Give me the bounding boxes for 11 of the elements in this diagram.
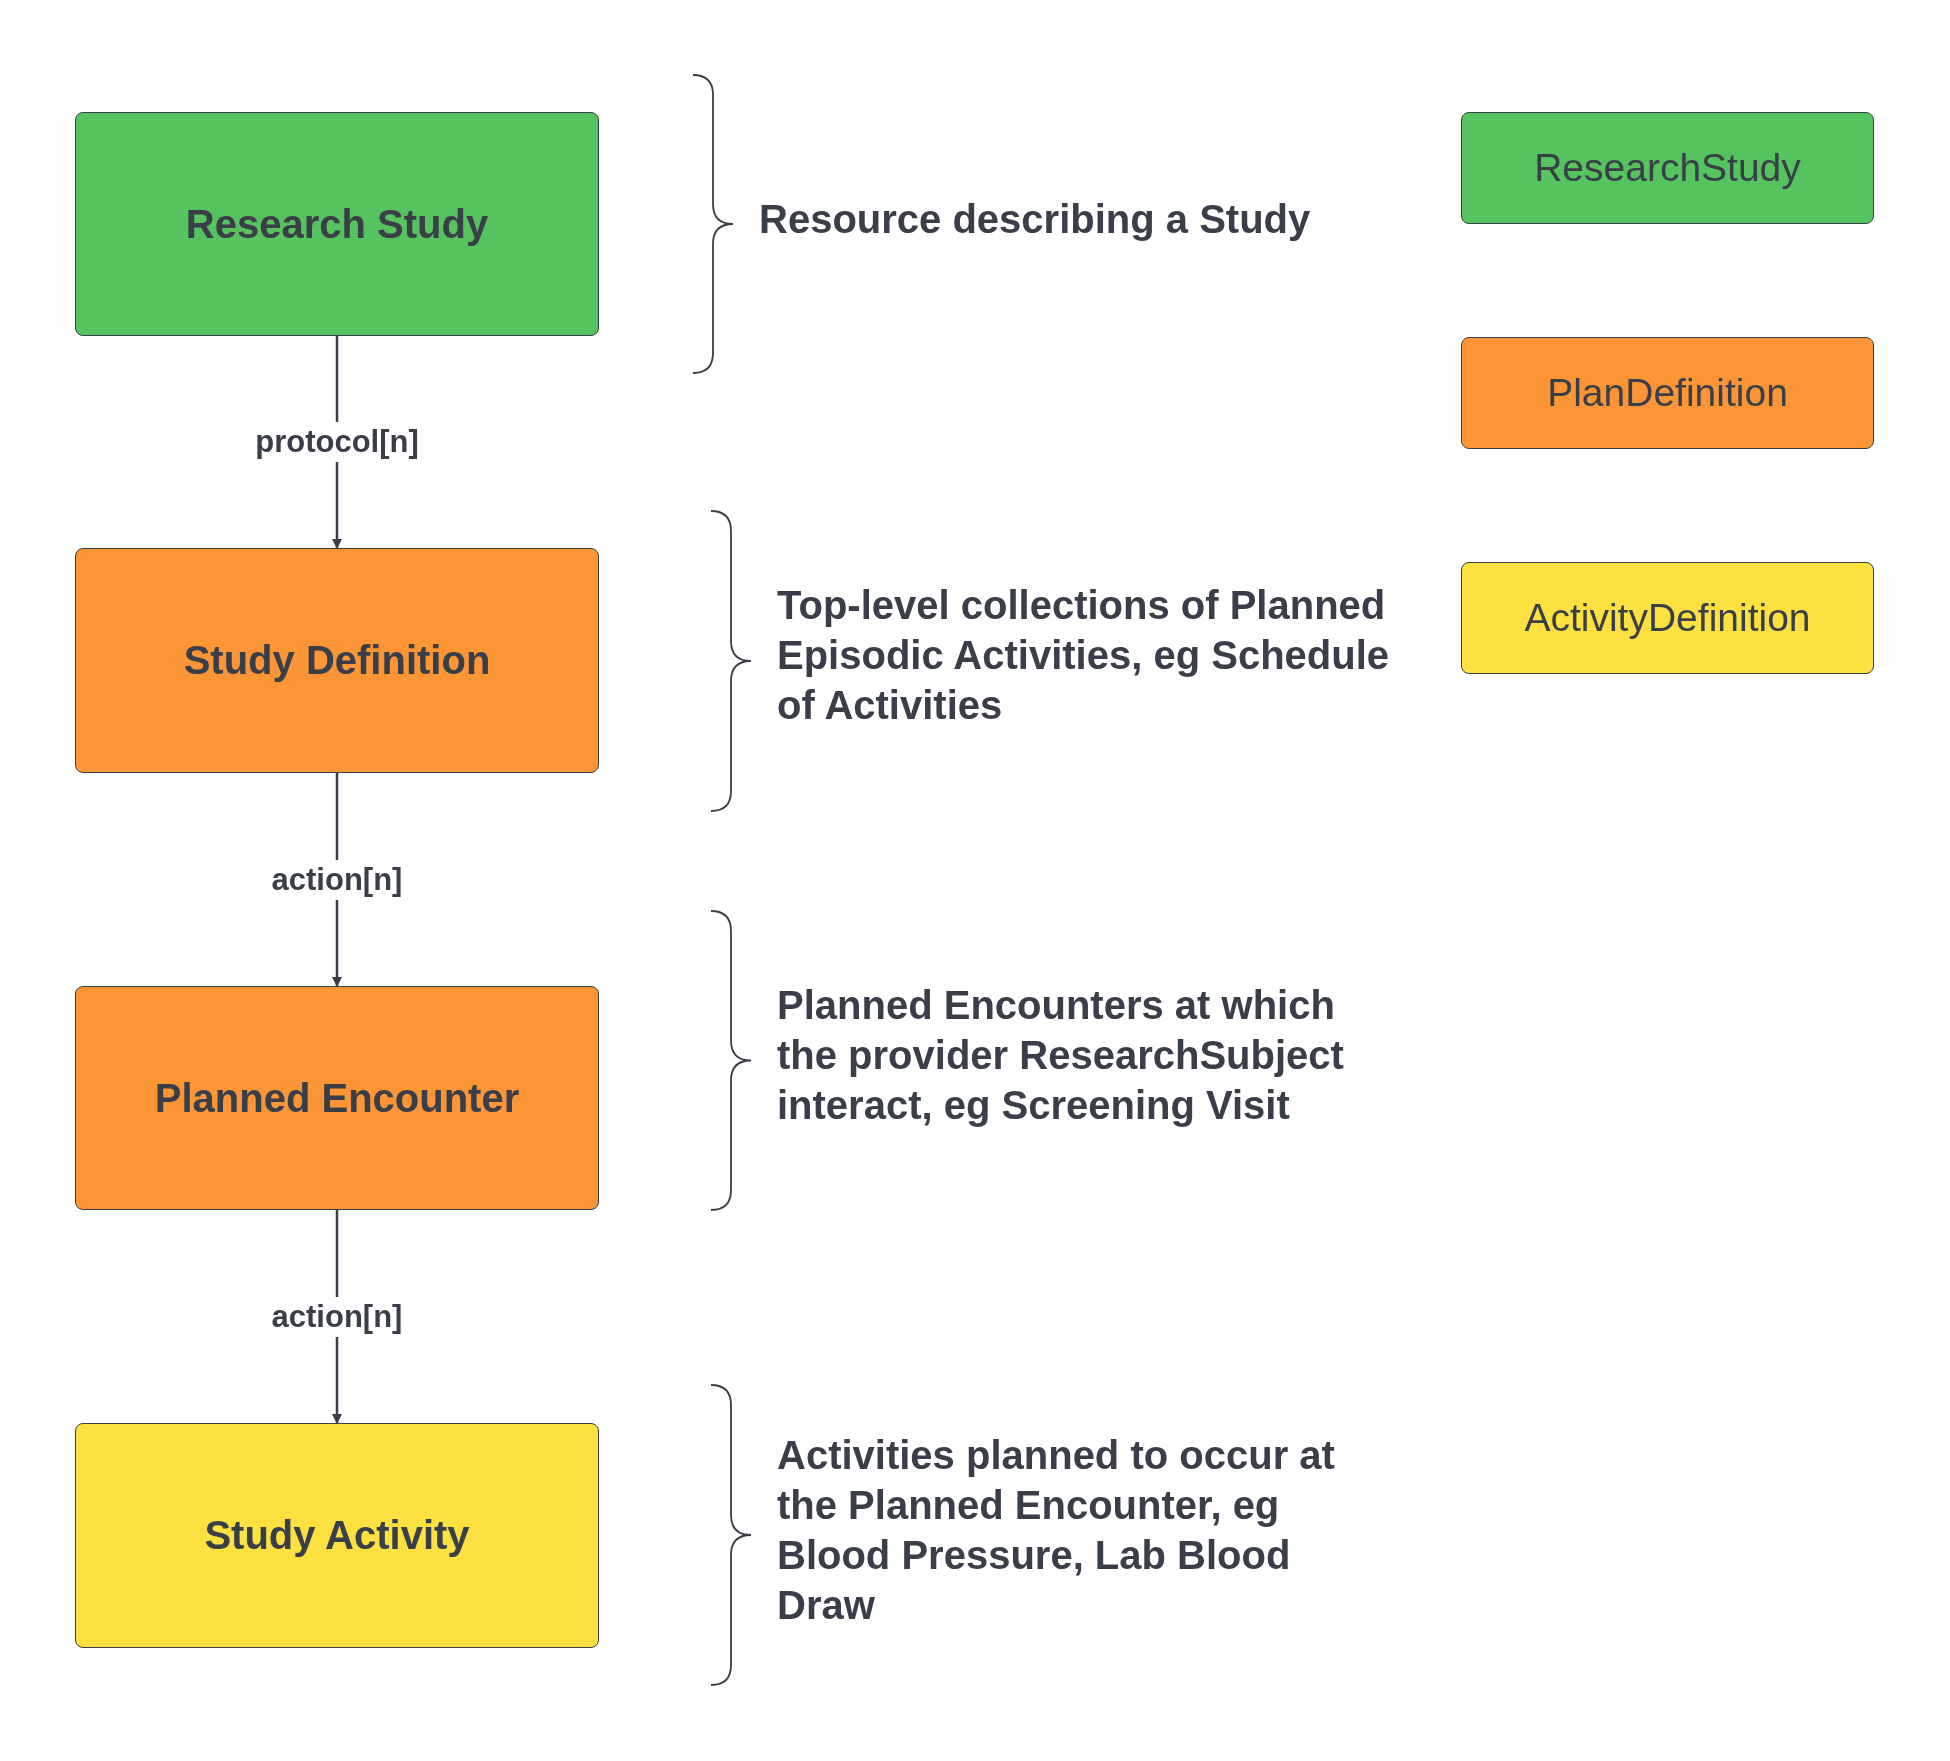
process-box: Study Activity (75, 1423, 599, 1648)
legend-box: ActivityDefinition (1461, 562, 1874, 674)
process-box: Study Definition (75, 548, 599, 773)
description-text: Top-level collections of Planned Episodic Activities, eg Schedule of Activities (777, 582, 1391, 729)
description-text: Resource describing a Study (759, 196, 1312, 243)
process-box: Planned Encounter (75, 986, 599, 1210)
description-text: Activities planned to occur at the Planned Encounter, eg Blood Pressure, Lab Blood Draw (777, 1432, 1336, 1629)
process-box: Research Study (75, 112, 599, 336)
description-text: Planned Encounters at which the provider ResearchSubject interact, eg Screening Visit (777, 982, 1345, 1129)
legend-box: ResearchStudy (1461, 112, 1874, 224)
legend-box: PlanDefinition (1461, 337, 1874, 449)
